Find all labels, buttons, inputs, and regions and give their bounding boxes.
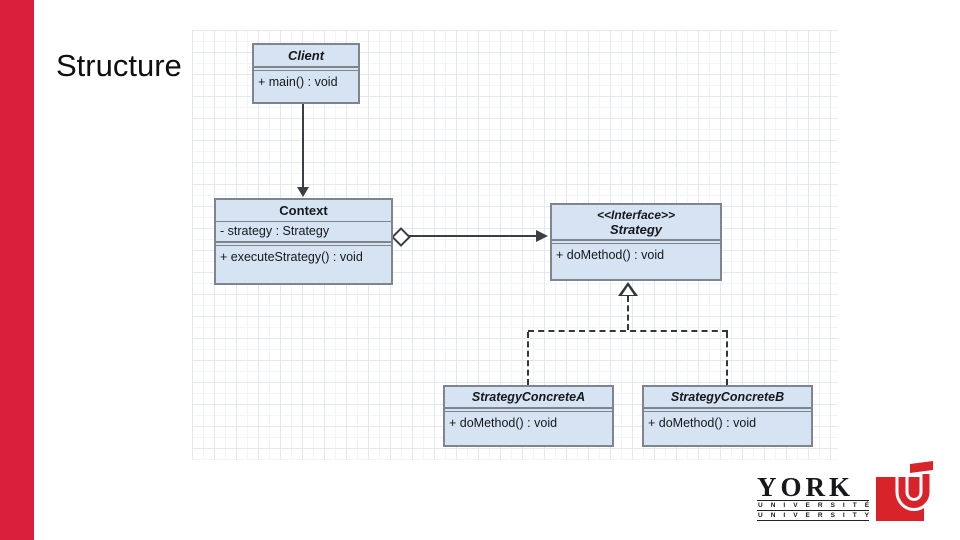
realization-stem-dash — [627, 296, 629, 330]
client-context-line — [302, 104, 304, 188]
york-subline-en: U N I V E R S I T Y — [758, 512, 873, 519]
concrete-a-class-name: StrategyConcreteA — [471, 390, 586, 404]
context-class-name: Context — [279, 203, 328, 218]
logo-divider — [757, 520, 869, 521]
uml-class-strategy-concrete-a: StrategyConcreteA + doMethod() : void — [443, 385, 614, 447]
uml-class-context: Context - strategy : Strategy + executeS… — [214, 198, 393, 285]
york-u-mark-icon — [876, 461, 933, 521]
realization-triangle-inner — [622, 286, 634, 295]
context-strategy-line — [409, 235, 537, 237]
york-wordmark: YORK — [757, 472, 854, 502]
realization-dash-to-a — [527, 332, 529, 385]
uml-class-client: Client + main() : void — [252, 43, 360, 104]
york-logo-text: YORK U N I V E R S I T É U N I V E R S I… — [757, 459, 869, 523]
logo-divider — [757, 510, 869, 511]
slide-accent-bar — [0, 0, 34, 540]
compartment-separator — [254, 66, 358, 71]
compartment-separator — [552, 239, 720, 244]
context-strategy-arrowhead-icon — [536, 230, 548, 242]
client-context-arrowhead-icon — [297, 187, 309, 197]
compartment-separator — [644, 407, 811, 412]
strategy-interface-name: Strategy — [609, 222, 663, 237]
realization-dash-to-b — [726, 332, 728, 385]
client-operation: + main() : void — [258, 75, 338, 89]
context-operation: + executeStrategy() : void — [220, 250, 363, 264]
context-attribute: - strategy : Strategy — [220, 224, 330, 238]
realization-horizontal-dash — [528, 330, 728, 332]
york-subline-fr: U N I V E R S I T É — [758, 502, 873, 509]
compartment-separator — [216, 221, 391, 222]
uml-interface-strategy: <<Interface>> Strategy + doMethod() : vo… — [550, 203, 722, 281]
compartment-separator — [216, 241, 391, 246]
concrete-a-operation: + doMethod() : void — [449, 416, 558, 430]
logo-divider — [757, 500, 869, 501]
client-class-name: Client — [287, 48, 325, 63]
uml-class-strategy-concrete-b: StrategyConcreteB + doMethod() : void — [642, 385, 813, 447]
page-title: Structure — [56, 48, 182, 83]
concrete-b-class-name: StrategyConcreteB — [670, 390, 785, 404]
compartment-separator — [445, 407, 612, 412]
strategy-operation: + doMethod() : void — [556, 248, 665, 262]
concrete-b-operation: + doMethod() : void — [648, 416, 757, 430]
york-university-logo: YORK U N I V E R S I T É U N I V E R S I… — [757, 459, 949, 523]
strategy-stereotype: <<Interface>> — [596, 208, 676, 222]
